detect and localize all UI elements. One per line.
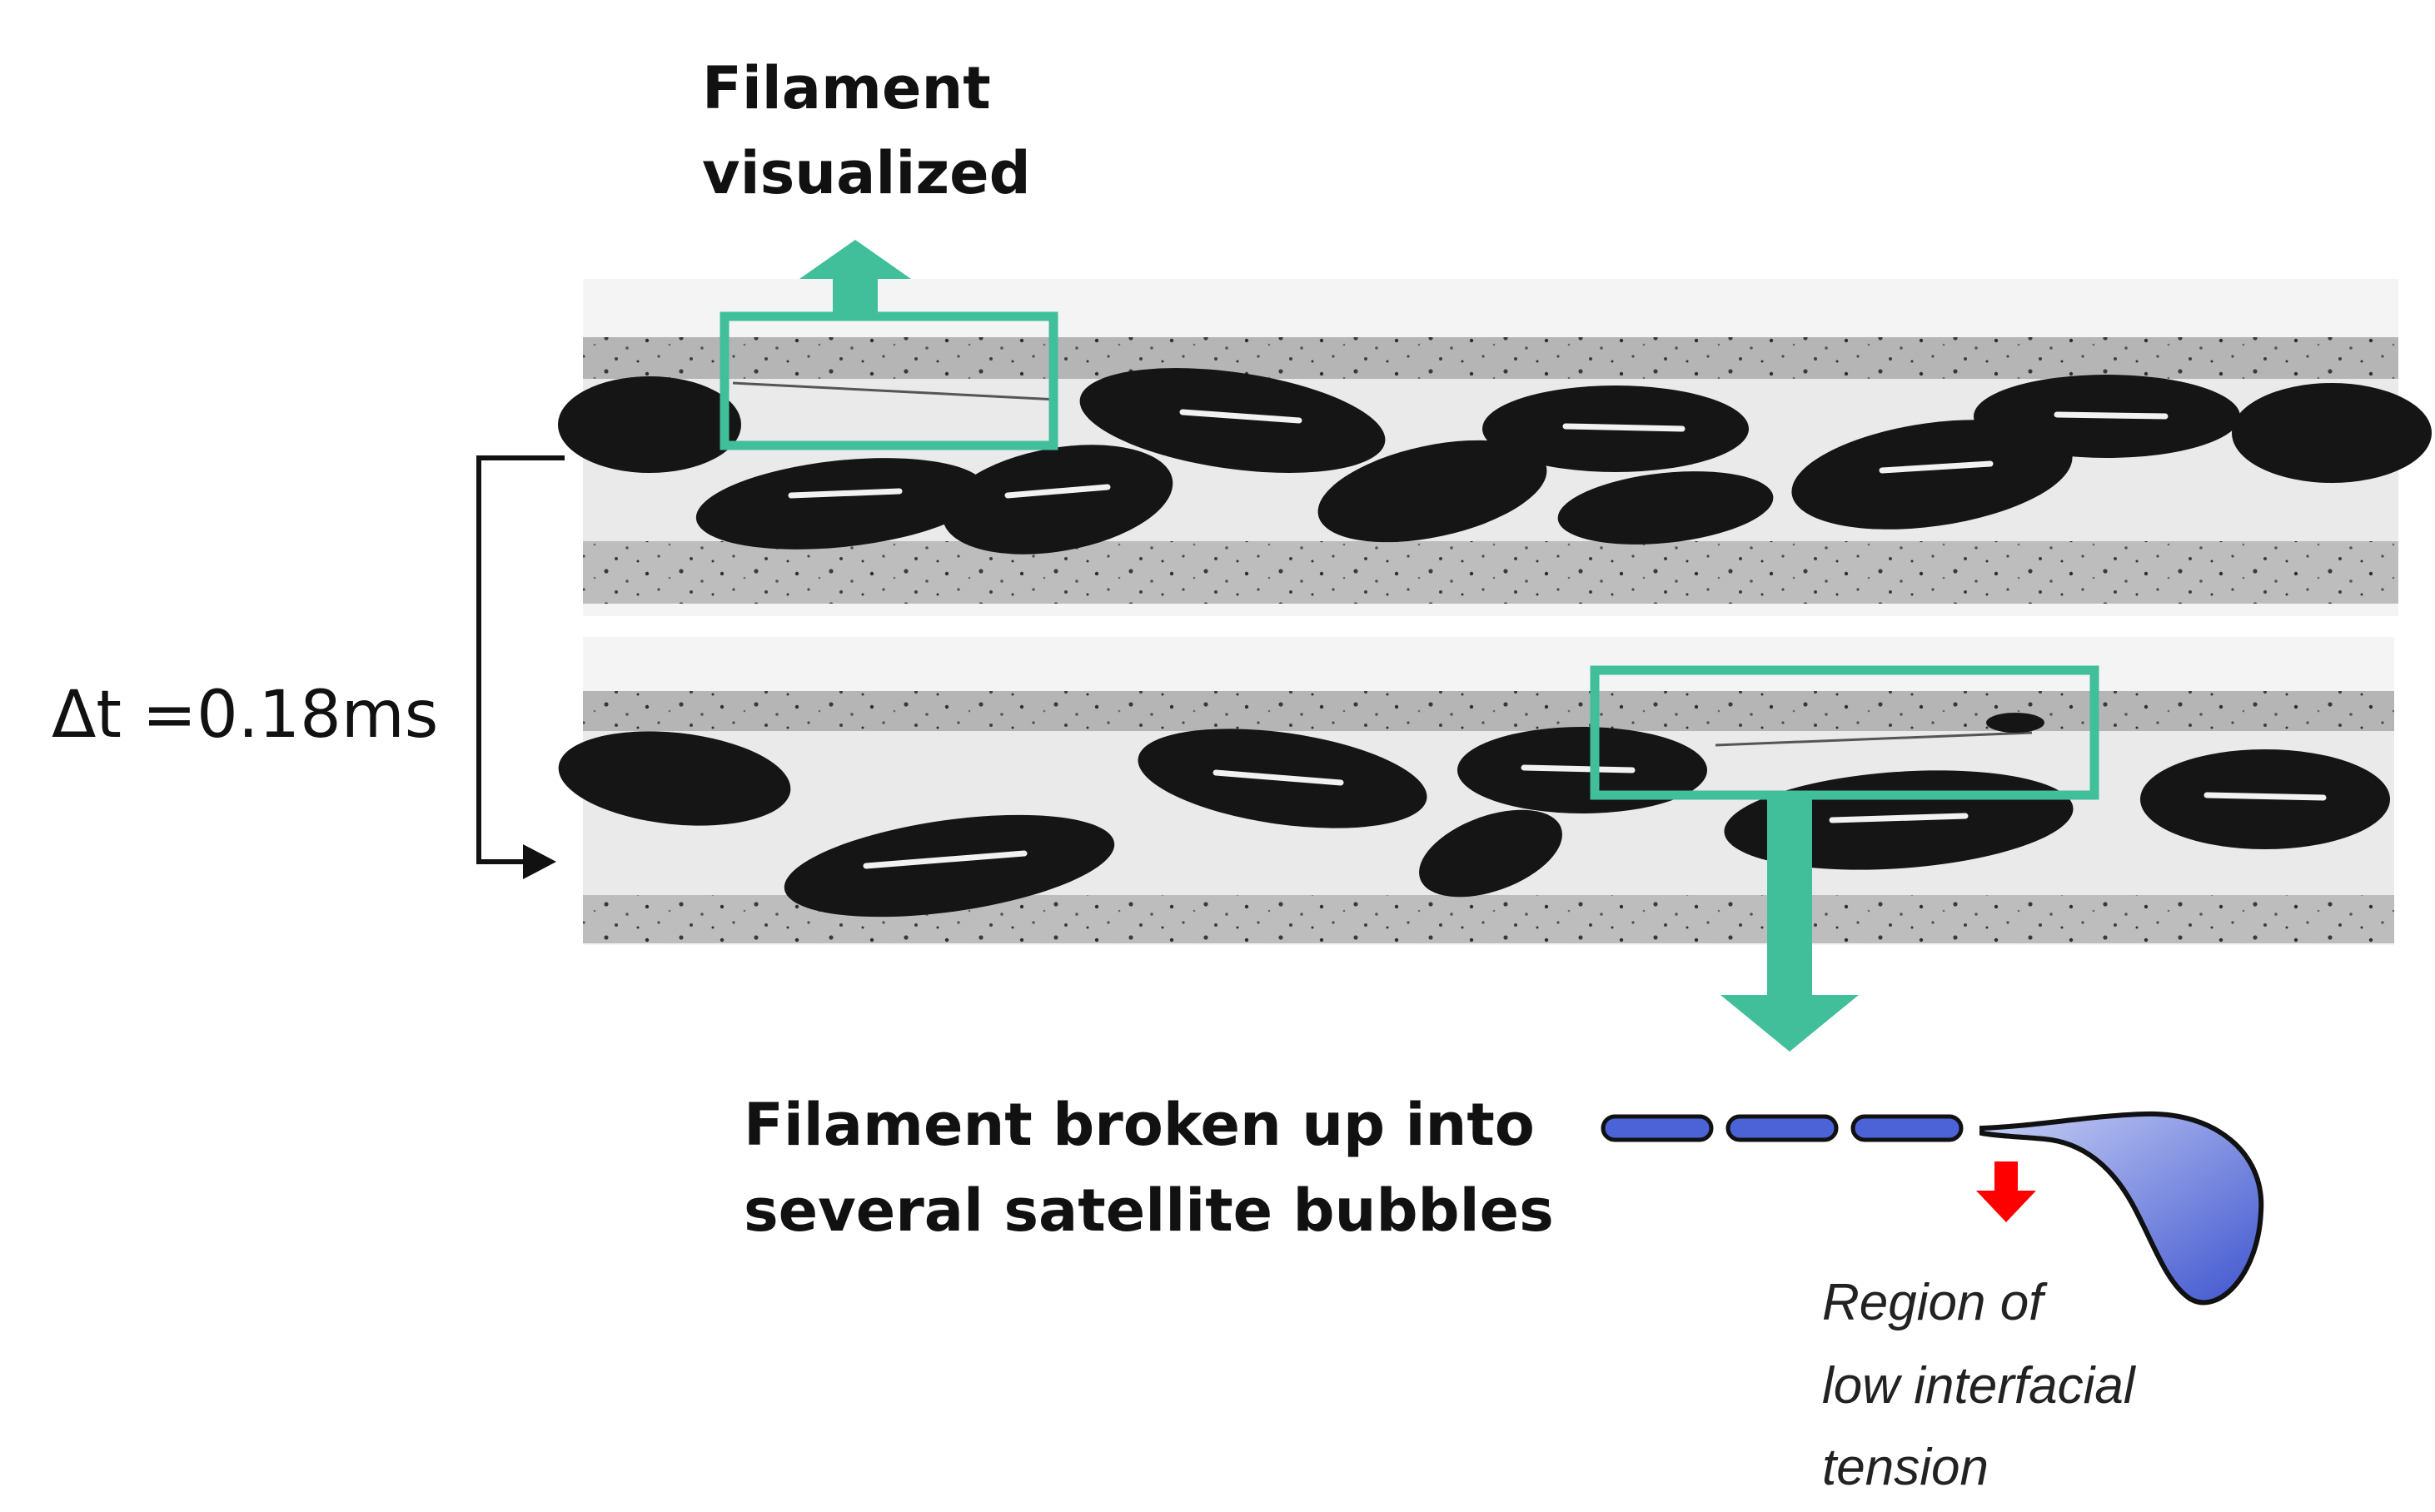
top-channel-image [558,279,2432,616]
time-bracket-arrowhead [523,844,556,879]
time-bracket [476,455,565,864]
bottom-filament-line [1715,731,2033,747]
top-channel-wall-upper-speckle [583,337,2398,380]
bottom-label-line-1: Filament broken up into [744,1091,1535,1159]
bottom-bubble-highlights [863,764,2327,869]
satellite-schematic [1601,1111,2264,1306]
top-channel-wall-lower-speckle [583,541,2398,604]
top-label-line-2: visualized [702,139,1031,207]
red-down-arrow [1976,1161,2036,1222]
satellite-bubble-3 [1850,1114,1964,1142]
satellite-bubble-1 [1601,1114,1714,1142]
bottom-bubble-4 [1419,809,1562,898]
region-label-line-2: low interfacial [1822,1357,2137,1415]
top-bubble-1 [558,376,741,473]
top-bubble-8 [1791,420,2073,530]
bottom-channel-wall-upper-speckle [583,691,2394,733]
top-bubble-highlights [788,409,2169,499]
top-label-line-1: Filament [702,54,991,122]
bottom-bubble-2 [784,814,1115,918]
bottom-satellite-drop [1986,713,2044,733]
top-dark-bubbles [558,368,2432,555]
bottom-channel-image [558,637,2394,945]
filament-broken-box [1590,665,2099,800]
down-arrow [1720,795,1859,1052]
top-bubble-10 [2232,383,2432,483]
region-label-line-3: tension [1822,1439,1989,1496]
top-bubble-3 [942,445,1173,555]
region-label-line-1: Region of [1822,1274,2048,1331]
bottom-label-line-2: several satellite bubbles [744,1176,1554,1245]
top-filament-line [732,381,1058,401]
top-bubble-2 [695,458,987,550]
top-bubble-4 [1079,368,1386,473]
up-arrow [799,240,911,316]
satellite-bubble-2 [1725,1114,1839,1142]
top-bubble-7 [1557,471,1774,545]
bottom-bubble-1 [558,731,791,826]
pinch-off-drop [1979,1111,2264,1306]
top-bubble-5 [1317,440,1547,543]
delta-t-label: Δt =0.18ms [52,678,438,753]
filament-visualized-box [720,311,1058,450]
